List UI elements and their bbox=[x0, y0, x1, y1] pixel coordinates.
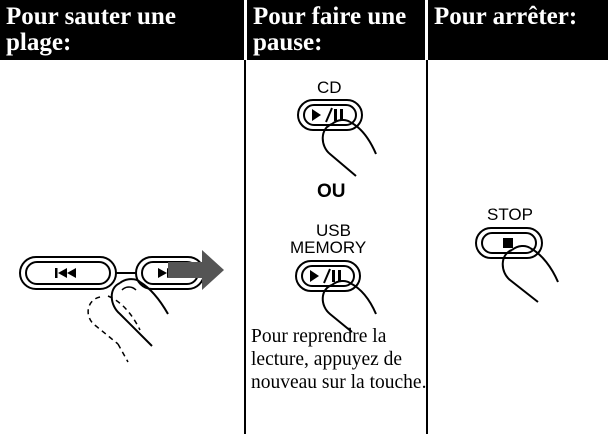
header-skip: Pour sauter une plage: bbox=[6, 3, 176, 56]
header-pause: Pour faire une pause: bbox=[253, 3, 407, 56]
cd-play-pause-illustration: CD bbox=[297, 78, 377, 177]
finger-ghost-icon bbox=[87, 295, 141, 345]
skip-buttons-illustration bbox=[19, 250, 224, 363]
stop-button-outer bbox=[475, 227, 543, 259]
header-stop: Pour arrêter: bbox=[434, 3, 578, 30]
stop-illustration: STOP bbox=[475, 205, 559, 303]
cd-play-pause-button-outer bbox=[297, 99, 363, 131]
usb-play-pause-button-outer bbox=[295, 260, 361, 292]
header-divider bbox=[425, 0, 428, 60]
memory-label: MEMORY bbox=[290, 238, 366, 257]
finger-icon bbox=[501, 247, 559, 303]
previous-button bbox=[25, 261, 111, 285]
stop-button bbox=[481, 232, 537, 254]
column-divider bbox=[244, 60, 246, 434]
column-divider bbox=[426, 60, 428, 434]
header-divider bbox=[244, 0, 247, 60]
cd-label: CD bbox=[317, 78, 342, 97]
stop-label: STOP bbox=[487, 205, 533, 224]
finger-icon bbox=[321, 282, 377, 333]
usb-label: USB bbox=[316, 221, 351, 240]
play-pause-icon bbox=[312, 107, 343, 123]
finger-icon bbox=[321, 121, 377, 177]
header-row: Pour sauter une plage: Pour faire une pa… bbox=[0, 0, 608, 60]
arrow-right-icon bbox=[168, 250, 224, 290]
stop-icon bbox=[503, 238, 513, 248]
finger-icon bbox=[110, 281, 169, 347]
usb-play-pause-illustration: USB MEMORY bbox=[290, 221, 377, 333]
resume-instruction: Pour reprendre la lecture, appuyez de no… bbox=[251, 326, 427, 393]
previous-icon bbox=[55, 268, 76, 278]
or-text: OU bbox=[317, 181, 346, 202]
play-pause-icon bbox=[310, 268, 341, 284]
